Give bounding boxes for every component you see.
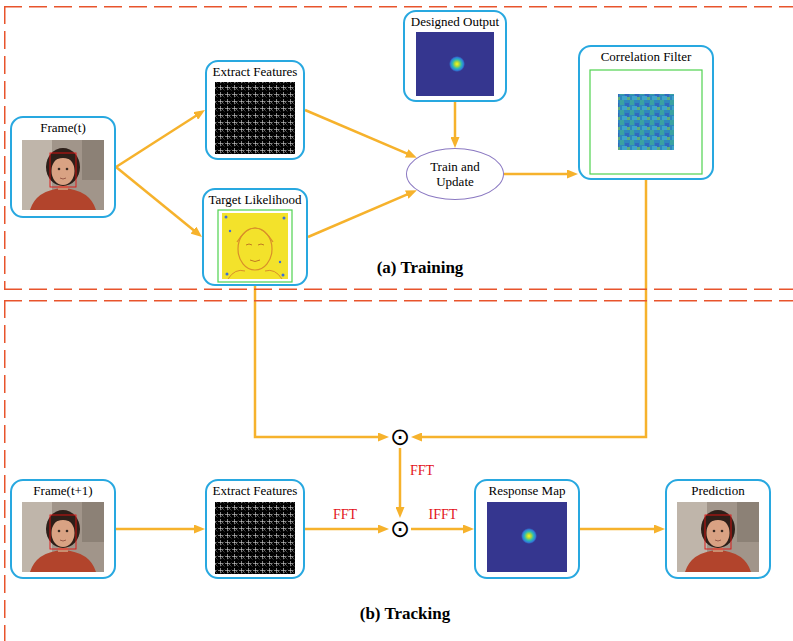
box-title: Frame(t+1)	[33, 483, 92, 499]
process-box: Frame(t+1)	[10, 479, 116, 579]
dashed-outline	[4, 6, 793, 290]
process-ellipse: Train and Update	[406, 148, 504, 200]
dashed-region: (a) Training Frame(t) Extract Features Desi…	[4, 6, 793, 290]
arrow-connector	[255, 286, 383, 437]
likelihood-image	[218, 210, 292, 282]
box-title: Frame(t)	[40, 120, 85, 136]
dashed-region: (b) Tracking ⊙ Frame(t+1) Extract Features ⊙…	[4, 300, 793, 641]
operator-circle: ⊙	[388, 425, 412, 449]
operator-symbol: ⊙	[388, 517, 412, 541]
box-title: Response Map	[489, 483, 566, 499]
edge-label-text: FFT	[331, 507, 359, 523]
box-title: Target Likelihood	[208, 192, 301, 208]
arrow-connector	[116, 167, 197, 233]
dashed-line	[4, 6, 793, 8]
arrow-connector	[454, 102, 457, 142]
process-box: Extract Features	[205, 60, 305, 160]
filter-image	[590, 70, 702, 174]
edge-label: FFT	[331, 505, 359, 523]
arrow-connector	[305, 528, 383, 531]
process-box: Frame(t)	[10, 116, 116, 218]
arrow-connector	[305, 110, 411, 155]
arrow-connector	[116, 113, 200, 167]
dashed-outline	[4, 300, 793, 641]
arrow-connector	[580, 528, 659, 531]
operator-circle: ⊙	[388, 517, 412, 541]
edge-label: IFFT	[427, 505, 460, 523]
region-title: (b) Tracking	[360, 604, 451, 624]
process-box: Prediction	[665, 479, 771, 579]
edge-label: FFT	[408, 461, 436, 479]
box-title: Correlation Filter	[601, 49, 692, 65]
operator-symbol: ⊙	[388, 425, 412, 449]
process-box: Target Likelihood	[202, 188, 308, 286]
edge-label-text: IFFT	[427, 507, 460, 523]
ellipse-label: Train and Update	[418, 159, 492, 189]
box-title: Designed Output	[411, 14, 499, 30]
dashed-line	[4, 300, 6, 641]
dashed-line	[4, 6, 6, 290]
process-box: Extract Features	[205, 479, 305, 579]
region-title: (a) Training	[377, 258, 464, 278]
arrow-connector	[411, 528, 468, 531]
face-photo	[677, 502, 759, 572]
arrow-connector	[116, 528, 199, 531]
arrow-connector	[417, 180, 646, 437]
dashed-line	[4, 289, 793, 291]
box-title: Extract Features	[213, 483, 298, 499]
hog-feature-image	[215, 502, 295, 574]
arrow-connector	[504, 173, 572, 176]
gaussian-output-map	[416, 32, 494, 96]
process-box: Response Map	[474, 479, 580, 579]
face-photo	[22, 140, 104, 210]
arrow-connector	[308, 193, 411, 237]
process-box: Correlation Filter	[578, 45, 714, 180]
edge-label-text: FFT	[408, 463, 436, 479]
response-map-image	[487, 502, 567, 572]
hog-feature-image	[215, 82, 295, 154]
box-title: Prediction	[691, 483, 744, 499]
face-photo	[22, 502, 104, 572]
dashed-line	[4, 300, 793, 302]
process-box: Designed Output	[403, 10, 507, 102]
arrow-connector	[399, 448, 402, 512]
box-title: Extract Features	[213, 64, 298, 80]
